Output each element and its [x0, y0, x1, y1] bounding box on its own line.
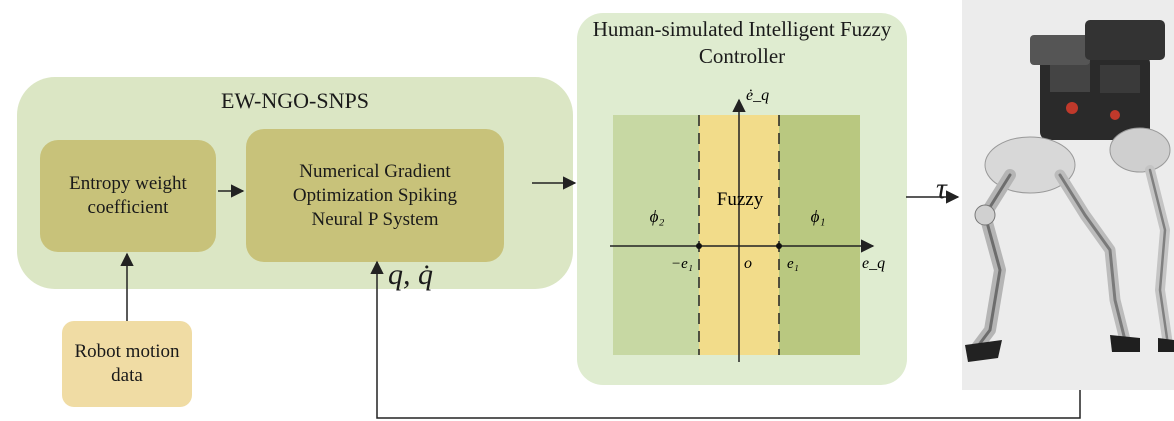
- origin-label: o: [744, 255, 752, 272]
- phi2-label: ϕ₂: [650, 207, 665, 226]
- phi1-label: ϕ₁: [811, 207, 826, 226]
- robot-motion-data-label: Robot motion data: [74, 341, 180, 386]
- feedback-loop-arrow: [370, 260, 1081, 419]
- entropy-weight-label: Entropy weight coefficient: [69, 173, 187, 218]
- entropy-weight-box: Entropy weight coefficient: [40, 140, 216, 252]
- fuzzy-controller-title: Human-simulated Intelligent Fuzzy Contro…: [592, 17, 892, 68]
- point-pos-e1: [776, 243, 782, 249]
- robot-illustration: [965, 20, 1174, 362]
- robot-motion-data-box: Robot motion data: [62, 321, 192, 407]
- point-neg-e1: [696, 243, 702, 249]
- fuzzy-region-label: Fuzzy: [717, 189, 764, 210]
- ew-ngo-snps-title: EW-NGO-SNPS: [221, 88, 369, 113]
- ngo-snps-label: Numerical Gradient Optimization Spiking …: [292, 160, 458, 230]
- torque-label: τ: [936, 172, 947, 205]
- region-phi2: [613, 115, 699, 355]
- y-axis-label: ė_q: [746, 87, 769, 104]
- joint-state-label: q, q̇: [388, 258, 433, 291]
- neg-threshold-label: −e₁: [671, 256, 693, 272]
- pos-threshold-label: e₁: [787, 256, 799, 272]
- x-axis-label: e_q: [862, 255, 885, 272]
- ngo-snps-box: Numerical Gradient Optimization Spiking …: [246, 129, 504, 262]
- region-phi1: [779, 115, 860, 355]
